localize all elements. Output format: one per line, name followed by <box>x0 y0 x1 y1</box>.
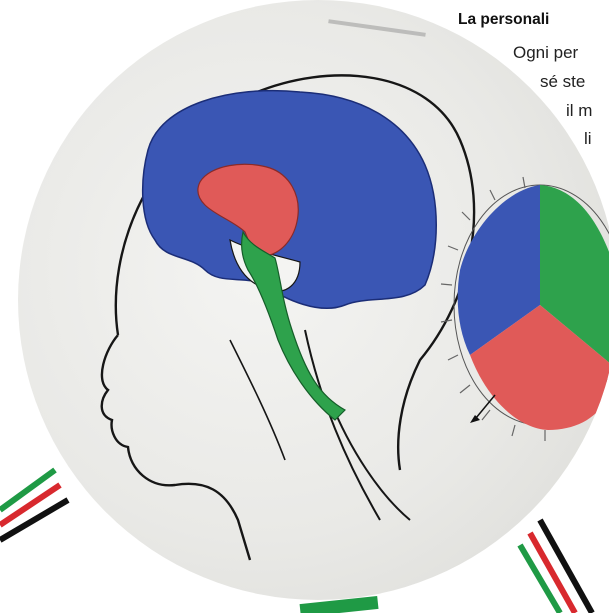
stripe-group-left <box>0 470 68 540</box>
stripe-group-right <box>520 520 592 613</box>
green-bar-bottom <box>300 596 379 613</box>
